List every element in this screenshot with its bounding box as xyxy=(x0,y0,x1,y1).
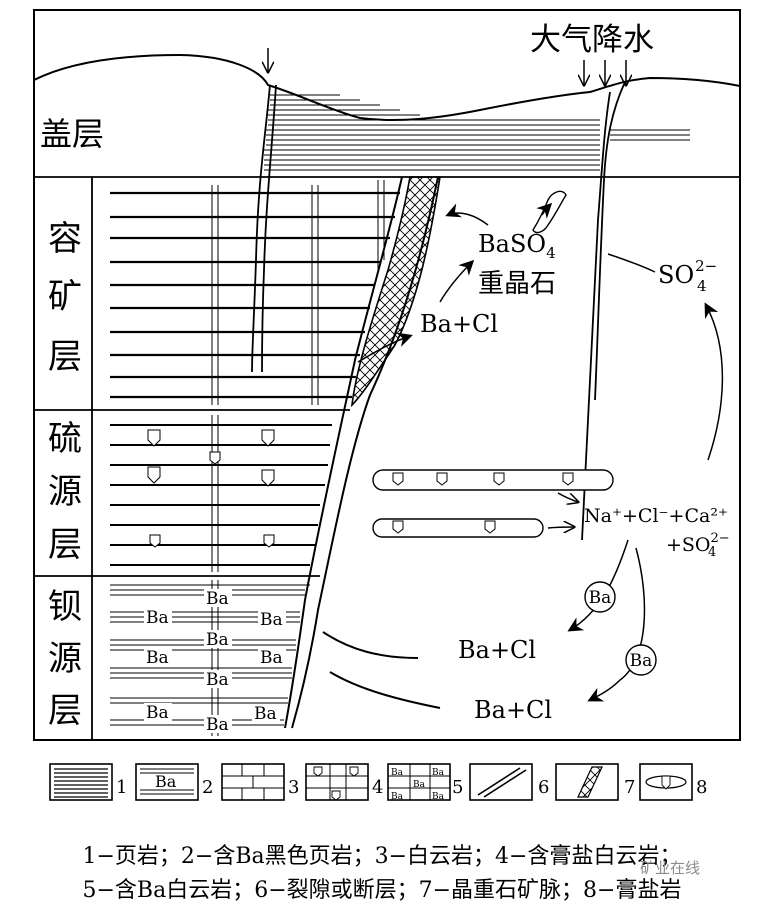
legend-item-1: 1 xyxy=(49,763,127,801)
baso4-label: BaSO4 xyxy=(478,230,556,262)
ba-rock-label: Ba xyxy=(146,608,169,628)
ba-rock-label: Ba xyxy=(260,610,283,630)
legend-ba-box: Ba xyxy=(155,772,177,791)
host-layer-rock xyxy=(110,180,400,405)
ba-cl-upper: Ba+Cl xyxy=(420,310,498,338)
legend-number-4: 4 xyxy=(372,777,383,798)
cap-layer-label: 盖层 xyxy=(40,115,104,153)
caption-line-1: 1−页岩；2−含Ba黑色页岩；3−白云岩；4−含膏盐白云岩； xyxy=(82,844,682,869)
legend-ba-mini: Ba xyxy=(413,780,426,790)
diagram-frame xyxy=(33,9,741,741)
sulfur-layer-label-3: 层 xyxy=(48,525,82,565)
legend-number-1: 1 xyxy=(116,777,127,798)
legend-number-8: 8 xyxy=(696,777,707,798)
host-layer-label-2: 矿 xyxy=(48,277,82,317)
so4-label: SO2− xyxy=(658,257,717,289)
legend-item-6 xyxy=(469,763,533,801)
legend-number-2: 2 xyxy=(202,777,213,798)
ba-rock-label: Ba xyxy=(146,648,169,668)
fault-left-a xyxy=(251,84,271,373)
ba-rock-label: Ba xyxy=(206,589,229,609)
legend-item-7 xyxy=(555,763,619,801)
legend-ba-mini: Ba xyxy=(391,792,404,802)
legend: 1 Ba 2 3 xyxy=(49,763,707,802)
ba-cl-middle: Ba+Cl xyxy=(458,636,536,664)
host-layer-label-3: 层 xyxy=(48,337,82,377)
ba-circle-1 xyxy=(584,581,616,613)
small-vein xyxy=(532,190,567,234)
legend-item-8 xyxy=(639,763,693,801)
barite-vein xyxy=(350,176,441,408)
legend-item-4 xyxy=(305,763,369,801)
right-fault-a xyxy=(581,91,611,541)
cap-layer-shale xyxy=(264,94,690,171)
legend-item-3 xyxy=(221,763,285,801)
sulfur-layer-rock xyxy=(110,415,332,572)
watermark: 矿业在线 xyxy=(640,859,701,877)
ba-circle-1-label: Ba xyxy=(589,588,612,608)
barium-layer-label-2: 源 xyxy=(48,639,82,679)
sulfur-layer-label-2: 源 xyxy=(48,472,82,512)
legend-number-3: 3 xyxy=(288,777,299,798)
ba-cl-lower: Ba+Cl xyxy=(474,696,552,724)
flow-arrows xyxy=(268,48,724,702)
ions-line-1: Na⁺+Cl⁻+Ca²⁺ xyxy=(584,505,728,527)
ba-circle-2 xyxy=(625,644,657,676)
ions-line-2-sub: 4 xyxy=(708,545,716,560)
so4-superscript: 2− xyxy=(695,257,717,275)
legend-item-5: Ba Ba Ba Ba Ba xyxy=(387,763,451,802)
ba-flow-line-2 xyxy=(329,671,441,709)
legend-ba-mini: Ba xyxy=(432,792,445,802)
legend-number-7: 7 xyxy=(624,777,635,798)
caption-line-2: 5−含Ba白云岩；6−裂隙或断层；7−晶重石矿脉；8−膏盐岩 xyxy=(82,878,682,903)
ba-rock-label: Ba xyxy=(206,630,229,650)
barium-layer-label-1: 钡 xyxy=(48,587,82,627)
ba-rock-label: Ba xyxy=(254,704,277,724)
so4-sub: 4 xyxy=(697,277,707,295)
ba-rock-labels: Ba Ba Ba Ba Ba Ba Ba Ba Ba Ba xyxy=(144,589,286,735)
host-layer-label-1: 容 xyxy=(48,219,82,259)
legend-number-6: 6 xyxy=(538,777,549,798)
main-fault-a xyxy=(284,176,403,729)
ba-rock-label: Ba xyxy=(206,715,229,735)
ba-circle-2-label: Ba xyxy=(630,651,653,671)
ba-rock-label: Ba xyxy=(146,703,169,723)
ions-line-2: +SO2− xyxy=(666,531,730,556)
right-fault-b xyxy=(594,81,626,401)
sulfur-layer-label-1: 硫 xyxy=(48,419,82,459)
ba-flow-line-1 xyxy=(322,631,419,659)
barite-label: 重晶石 xyxy=(478,269,556,299)
legend-item-2: Ba 2 xyxy=(135,763,213,801)
legend-ba-mini: Ba xyxy=(391,768,404,778)
fault-left-b xyxy=(261,84,277,373)
diagram-title: 大气降水 xyxy=(530,22,654,58)
legend-ba-mini: Ba xyxy=(432,768,445,778)
gypsum-lenses xyxy=(372,469,614,538)
legend-number-5: 5 xyxy=(452,777,463,798)
barium-layer-label-3: 层 xyxy=(48,691,82,731)
ba-rock-label: Ba xyxy=(206,670,229,690)
ba-rock-label: Ba xyxy=(260,648,283,668)
